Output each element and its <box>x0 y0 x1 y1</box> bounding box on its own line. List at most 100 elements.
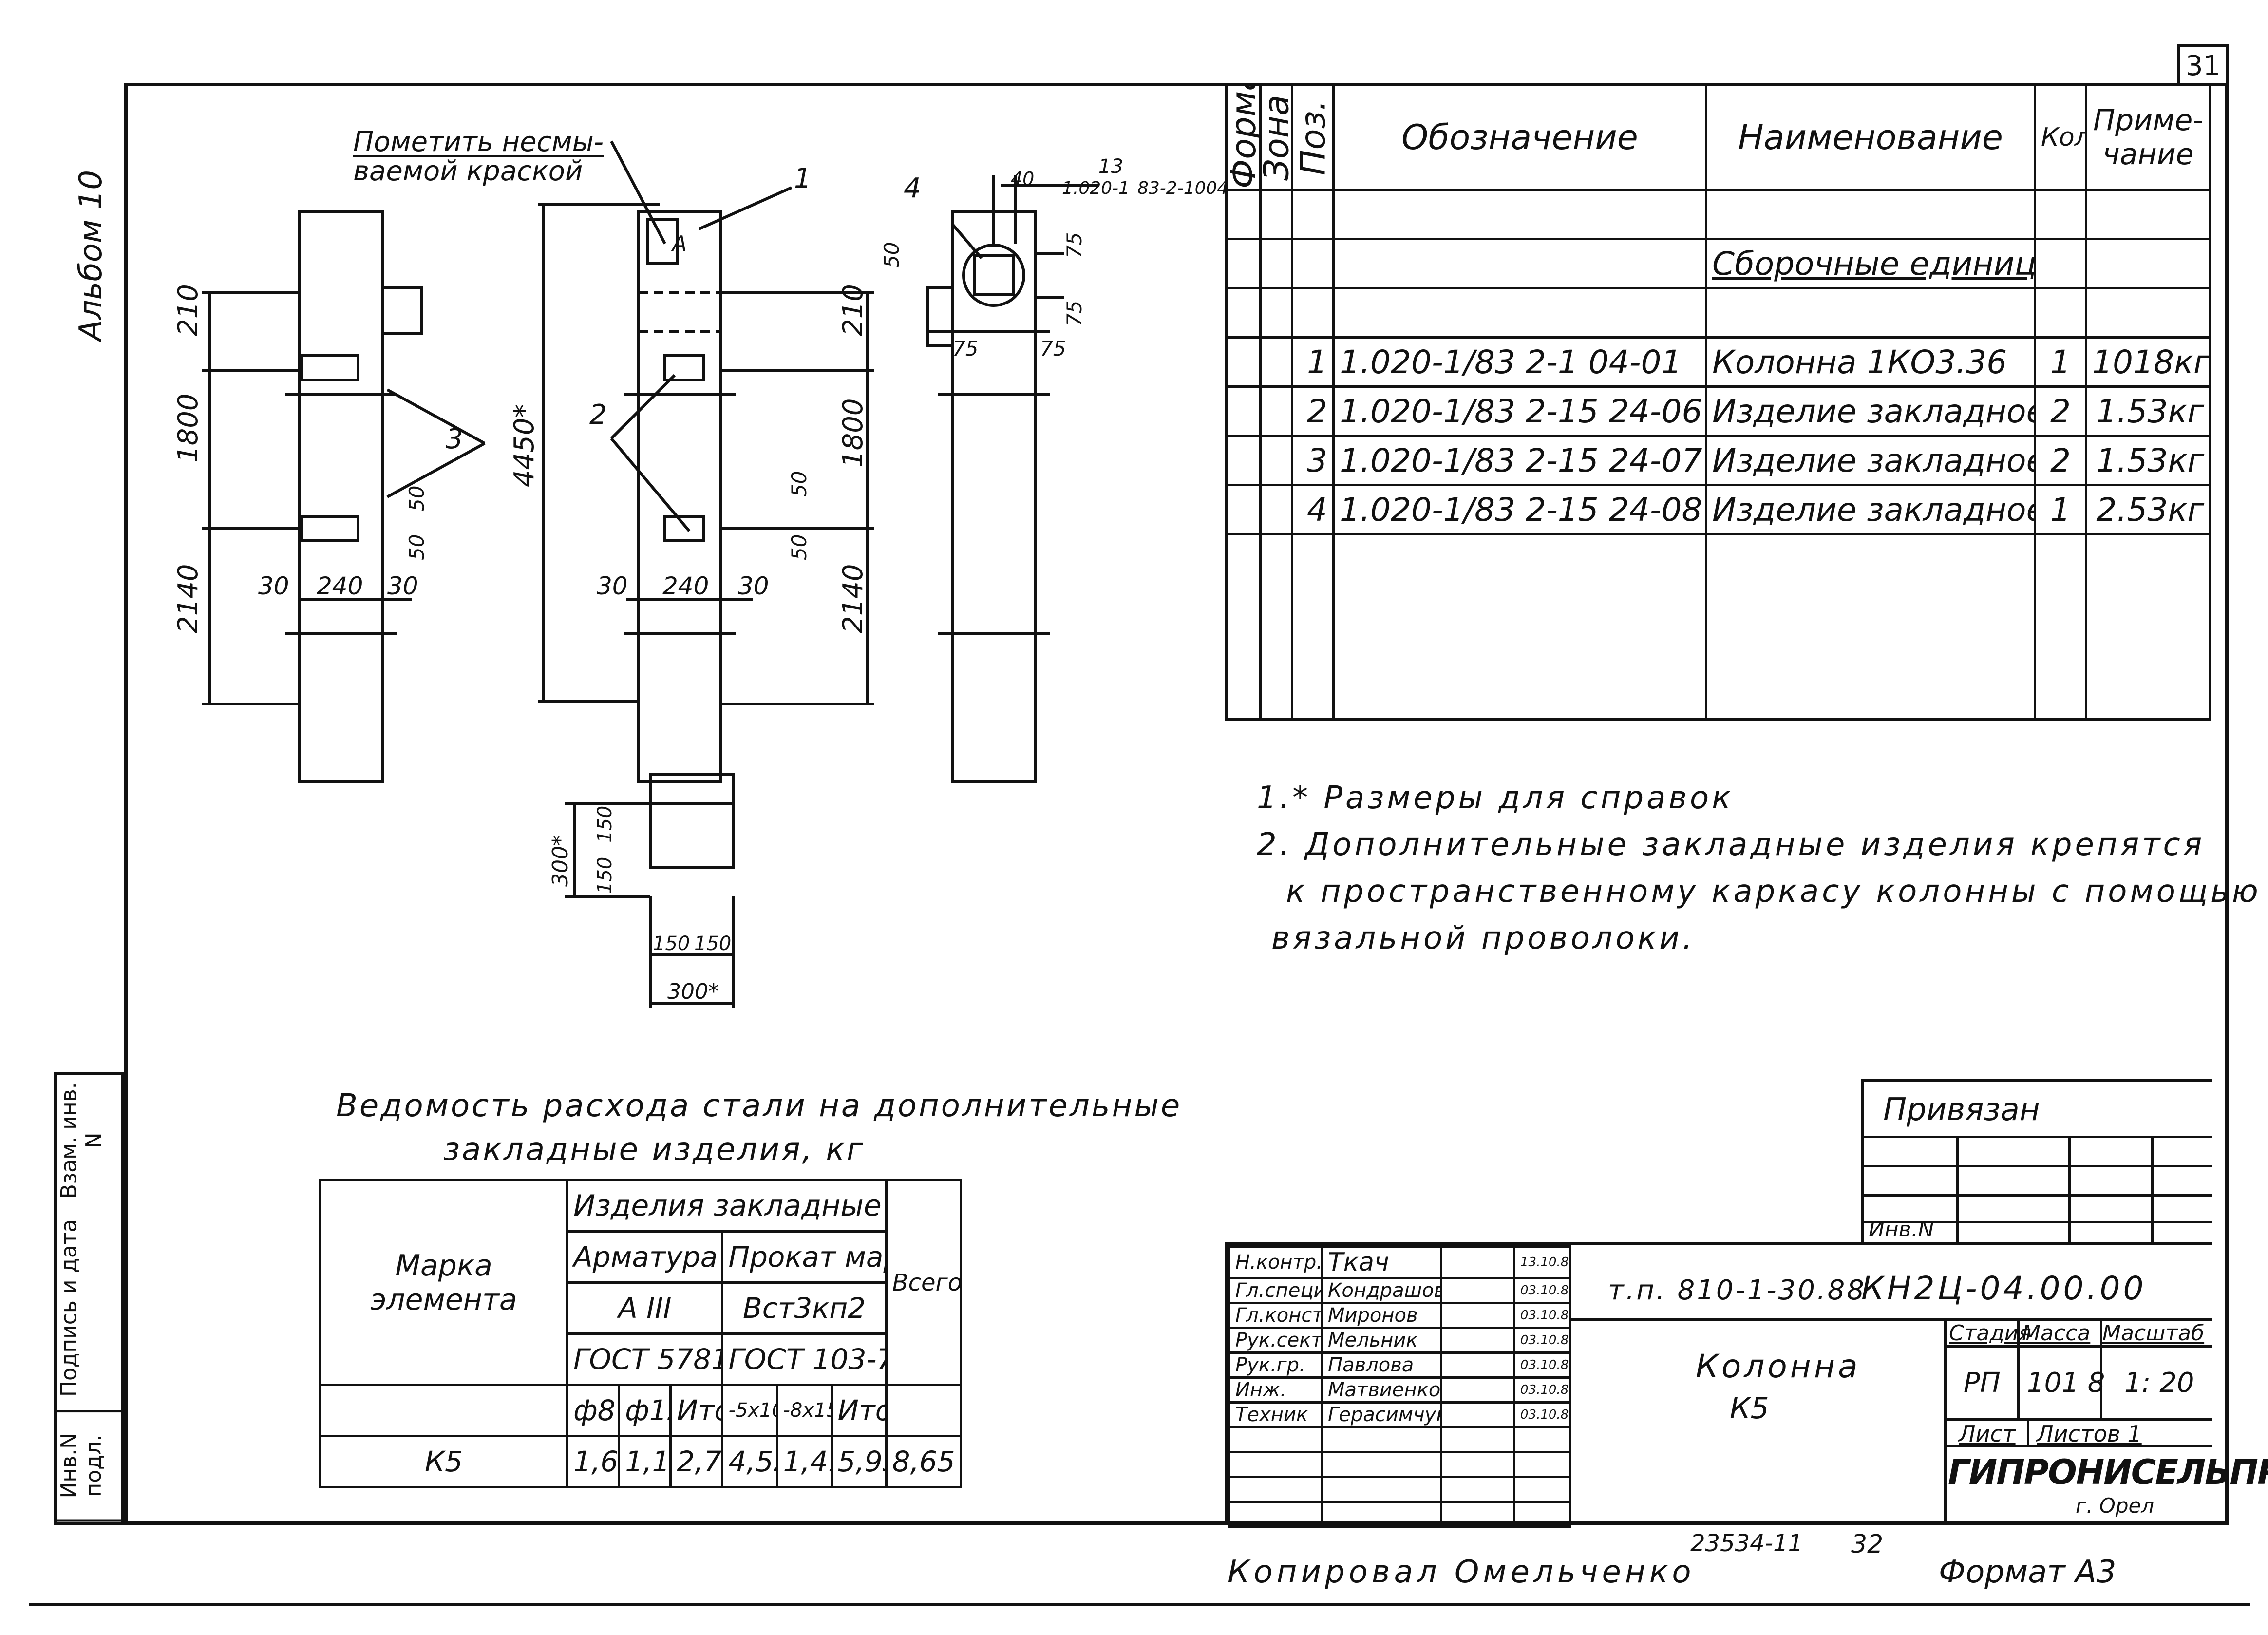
col-total1: Итого <box>669 1384 724 1437</box>
dim-150a: 150 <box>594 806 616 843</box>
attached-block: Привязан Инв.N <box>1861 1079 2212 1245</box>
note-1: 1.* Размеры для справок <box>1257 780 1734 816</box>
dim-75c: 75 <box>952 337 978 361</box>
h-qty: Кол. <box>2034 84 2087 191</box>
note-label-line2: ваемой краской <box>353 155 583 187</box>
dim-50c: 50 <box>787 471 811 497</box>
col-f8: ф8 <box>566 1384 621 1437</box>
dim-50e: 50 <box>880 242 904 268</box>
sheet-frame <box>124 83 2229 1525</box>
dim-75d: 75 <box>1040 337 1066 361</box>
h-designation: Обозначение <box>1332 84 1707 191</box>
ref-doc2: 83-2-10044 <box>1137 178 1225 198</box>
footer-format: Формат А3 <box>1939 1554 2117 1590</box>
h-total: Всего <box>885 1179 963 1386</box>
steel-table-title: Ведомость расхода стали на дополнительны… <box>336 1084 1182 1172</box>
dim-50d: 50 <box>787 534 811 560</box>
col-plate2: -8х150 <box>775 1384 833 1437</box>
dim-240-mid: 240 <box>662 572 709 600</box>
margin-replaced: Взам. инв. N <box>57 1082 106 1199</box>
left-margin-stamp: Инв.N подл. Подпись и дата Взам. инв. N <box>54 1072 124 1525</box>
title-sub: К5 <box>1730 1391 1769 1426</box>
h-pos: Поз. <box>1292 85 1334 190</box>
spec-table: Формат Зона Поз. Обозначение Наименовани… <box>1225 84 2211 721</box>
attached-label: Привязан <box>1883 1092 2040 1128</box>
notes: 1.* Размеры для справок 2. Дополнительны… <box>1257 775 2261 962</box>
ref-40: 40 <box>1011 168 1034 190</box>
bottom-rule <box>29 1603 2250 1606</box>
title-main: Колонна <box>1696 1348 1861 1385</box>
album-label: Альбом 10 <box>73 170 109 341</box>
sheet-header: Лист <box>1959 1421 2016 1447</box>
mass-header: Масса <box>2022 1321 2091 1346</box>
section-title: Сборочные единицы <box>1705 238 2036 289</box>
h-format: Формат <box>1226 85 1261 190</box>
h-rolled: Прокат марки <box>721 1230 888 1284</box>
dim-1800-mid: 1800 <box>837 398 869 468</box>
callout-3: 3 <box>446 423 463 455</box>
dim-150d: 150 <box>694 932 731 955</box>
note-label-line1: Пометить несмы- <box>353 126 604 158</box>
footer-number: 23534-11 <box>1690 1530 1803 1557</box>
dim-30b: 30 <box>387 572 418 600</box>
h-mark: Марка элемента <box>319 1179 569 1386</box>
note-4: вязальной проволоки. <box>1271 920 1696 956</box>
ref-doc: 1.020-1 <box>1062 178 1130 198</box>
org-name: ГИПРОНИСЕЛЬПРОМ <box>1948 1452 2268 1492</box>
sheet-number-box: 31 <box>2177 44 2229 86</box>
col-total2: Итого <box>830 1384 888 1437</box>
steel-title-1: Ведомость расхода стали на дополнительны… <box>336 1088 1182 1124</box>
callout-4: 4 <box>904 172 921 204</box>
gost-1: ГОСТ 5781-82 <box>566 1332 724 1386</box>
dim-150c: 150 <box>653 932 690 955</box>
dim-150b: 150 <box>594 857 616 894</box>
h-items: Изделия закладные <box>566 1179 888 1233</box>
doc-code: т.п. 810-1-30.88 <box>1608 1274 1866 1306</box>
scale-value: 1: 20 <box>2124 1367 2194 1399</box>
ref-13: 13 <box>1098 155 1123 178</box>
dim-2140-mid: 2140 <box>837 564 869 633</box>
dim-210-mid: 210 <box>837 284 869 336</box>
margin-signature: Подпись и дата <box>57 1206 121 1413</box>
org-city: г. Орел <box>2076 1494 2155 1518</box>
note-2: 2. Дополнительные закладные изделия креп… <box>1257 827 2205 863</box>
h-rebar: Арматура класса <box>566 1230 724 1284</box>
gost-2: ГОСТ 103-76 <box>721 1332 888 1386</box>
dim-1800: 1800 <box>172 393 204 463</box>
doc-mark: КН2Ц-04.00.00 <box>1861 1270 2147 1307</box>
steel-title-2: закладные изделия, кг <box>443 1132 865 1168</box>
h-name: Наименование <box>1705 84 2036 191</box>
note-3: к пространственному каркасу колонны с по… <box>1286 874 2261 910</box>
h-zone: Зона <box>1260 85 1292 190</box>
dim-30a: 30 <box>258 572 289 600</box>
dim-300-horz: 300* <box>667 979 719 1004</box>
stage-header: Стадия <box>1949 1321 2031 1346</box>
dim-50a: 50 <box>405 486 429 512</box>
dim-300-vert: 300* <box>548 835 573 887</box>
row-mark: К5 <box>319 1435 569 1488</box>
rolled-grade: Вст3кп2 <box>721 1281 888 1335</box>
stage-value: РП <box>1964 1367 2001 1399</box>
h-note: Приме-чание <box>2085 84 2211 191</box>
sheets-header: Листов 1 <box>2037 1421 2142 1447</box>
sheet-number: 31 <box>2185 50 2221 82</box>
rebar-class: А III <box>566 1281 724 1335</box>
dim-30d: 30 <box>738 572 769 600</box>
column-drawings: Пометить несмы- ваемой краской А 1 2 3 4… <box>172 126 1225 1008</box>
dim-50b: 50 <box>405 534 429 560</box>
dim-210: 210 <box>172 284 204 336</box>
mass-value: 101 8 <box>2027 1367 2105 1399</box>
dim-2140: 2140 <box>172 564 204 633</box>
